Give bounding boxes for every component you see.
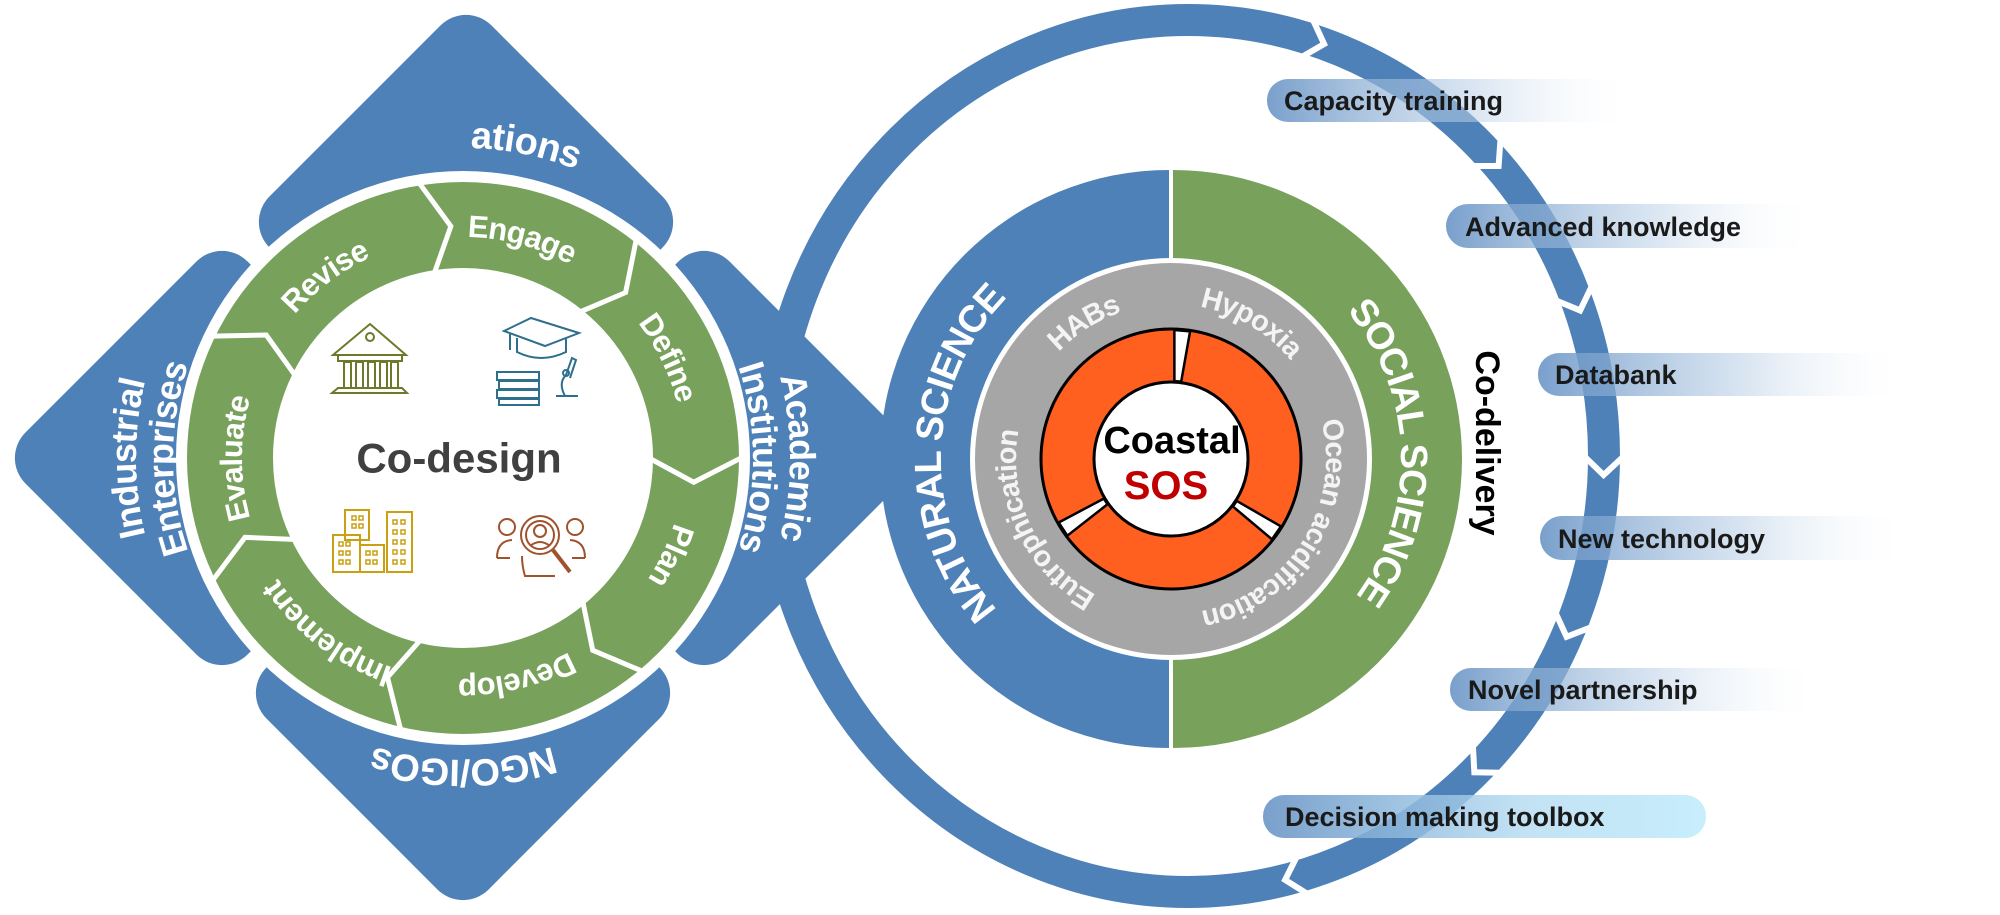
stage-chevron [647, 455, 743, 486]
stage-chevron [577, 239, 639, 315]
orange-ring [1041, 329, 1301, 589]
output-label: New technology [1558, 524, 1765, 554]
arrow-notch [1471, 137, 1504, 169]
orange-ring-gaps [1056, 328, 1283, 542]
city-buildings-icon [332, 509, 413, 573]
stage-chevron [211, 534, 296, 582]
arrow-notch [1581, 453, 1627, 480]
stage-chevron [213, 332, 298, 378]
arrow-notch [1281, 854, 1310, 897]
codesign-title: Co-design [356, 435, 561, 482]
output-pill: New technology [1540, 516, 1912, 560]
codelivery-arrow-notches [1281, 17, 1627, 897]
people-search-icon [496, 515, 586, 577]
output-pill: Databank [1538, 353, 1910, 396]
output-pill: Advanced knowledge [1446, 204, 1818, 248]
output-pill: Novel partnership [1450, 668, 1824, 711]
output-label: Capacity training [1284, 86, 1503, 116]
output-label: Decision making toolbox [1285, 802, 1605, 832]
core-center [1092, 380, 1250, 538]
output-pill: Decision making toolbox [1263, 795, 1706, 838]
arrow-notch [1299, 17, 1328, 60]
arrow-notch [1469, 744, 1502, 776]
stage-chevron [417, 181, 454, 276]
stage-chevrons [211, 181, 743, 730]
stage-chevron [384, 637, 424, 730]
output-label: Advanced knowledge [1465, 212, 1741, 242]
graduation-research-icon [496, 316, 583, 406]
output-label: Databank [1555, 360, 1678, 390]
output-pill: Capacity training [1267, 79, 1639, 122]
stage-chevron [580, 599, 643, 674]
core-title-sos: SOS [1124, 464, 1208, 508]
arrow-notch [1554, 283, 1595, 315]
output-label: Novel partnership [1468, 675, 1698, 705]
arrow-notch [1552, 610, 1594, 641]
core-circle [880, 170, 1462, 748]
bank-icon [329, 322, 410, 394]
core-title-coastal: Coastal [1103, 420, 1240, 462]
codelivery-title: Co-delivery [1468, 350, 1506, 535]
